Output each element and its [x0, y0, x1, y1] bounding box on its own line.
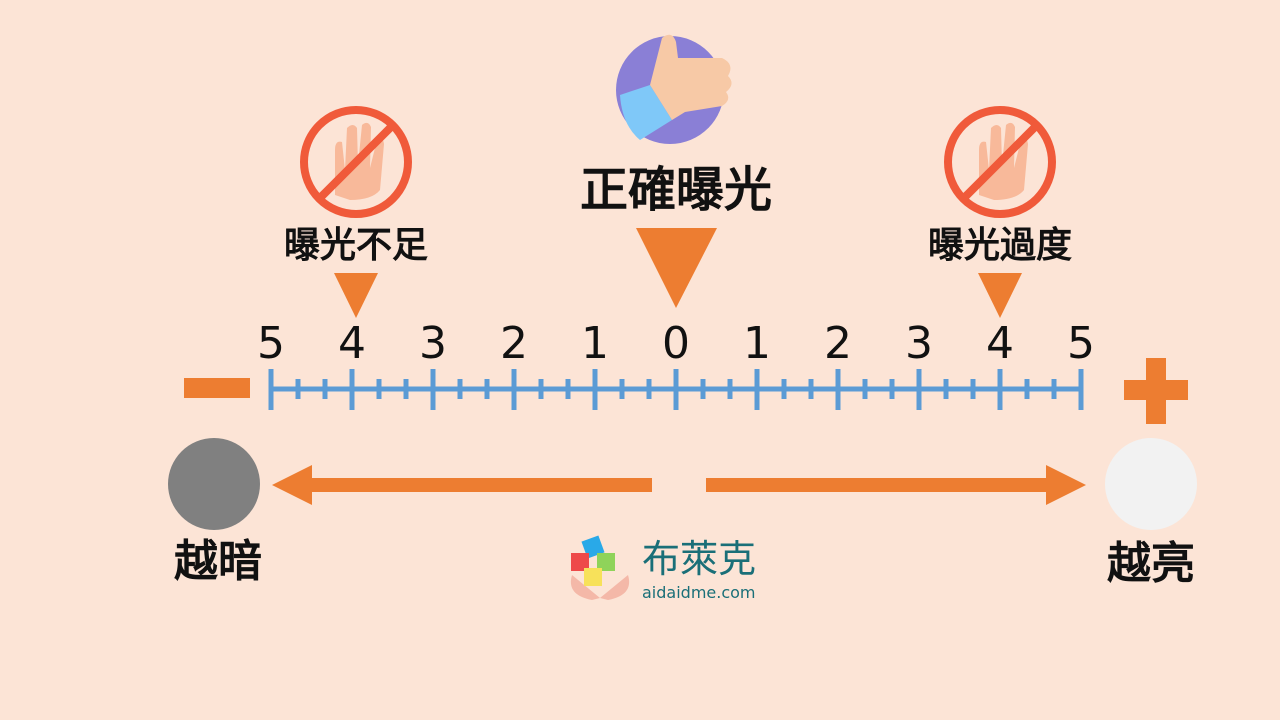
light-circle — [1105, 438, 1197, 530]
tick-label: 3 — [905, 318, 933, 369]
label-darker: 越暗 — [174, 536, 262, 587]
tick-label: 5 — [1067, 318, 1095, 369]
arrow-right — [706, 465, 1086, 505]
tick-label: 5 — [257, 318, 285, 369]
pointer-triangle-correct — [636, 228, 717, 308]
label-underexposed: 曝光不足 — [283, 225, 429, 266]
logo-site: aidaidme.com — [642, 583, 756, 602]
tick-label: 1 — [743, 318, 771, 369]
thumbs-up-icon — [616, 34, 732, 144]
tick-label: 4 — [986, 318, 1014, 369]
logo-name: 布萊克 — [642, 537, 757, 581]
minus-icon — [184, 378, 250, 398]
tick-label: 3 — [419, 318, 447, 369]
label-correct-exposure: 正確曝光 — [579, 162, 773, 218]
pointer-triangle-underexposed — [334, 273, 378, 318]
tick-label: 1 — [581, 318, 609, 369]
tick-label: 0 — [662, 318, 690, 369]
plus-icon — [1124, 358, 1188, 424]
exposure-scale-axis — [268, 369, 1084, 410]
label-overexposed: 曝光過度 — [927, 225, 1073, 266]
logo-puzzle-icon — [570, 535, 630, 600]
tick-label: 2 — [500, 318, 528, 369]
prohibited-hand-icon-left — [300, 106, 412, 218]
dark-circle — [168, 438, 260, 530]
tick-label: 2 — [824, 318, 852, 369]
pointer-triangle-overexposed — [978, 273, 1022, 318]
tick-label: 4 — [338, 318, 366, 369]
label-brighter: 越亮 — [1107, 538, 1195, 589]
arrow-left — [272, 465, 652, 505]
prohibited-hand-icon-right — [944, 106, 1056, 218]
